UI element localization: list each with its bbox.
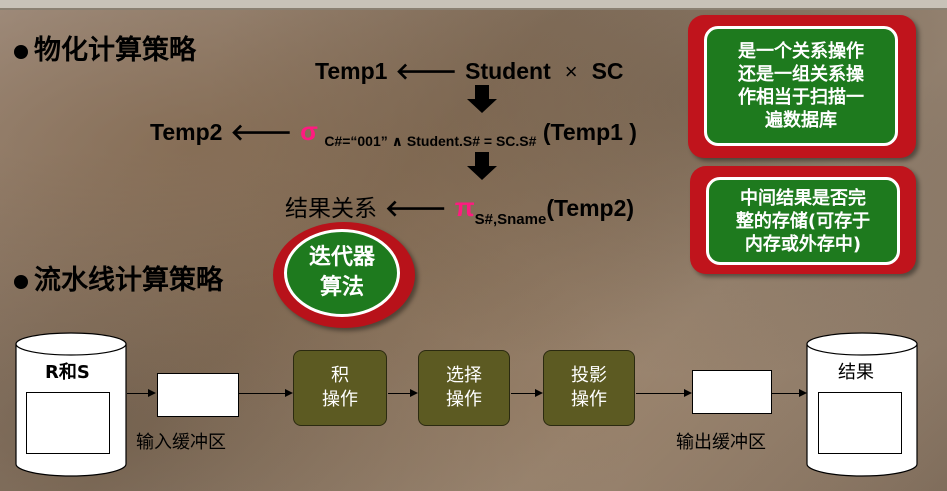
left-arrow-icon: 🡐	[385, 195, 447, 221]
formula-relation: SC	[591, 58, 624, 84]
pipeline-connector	[636, 393, 684, 394]
formula-result: 结果关系 🡐 πS#,Sname(Temp2)	[285, 189, 634, 228]
callout-line: 中间结果是否完	[739, 187, 866, 209]
formula-relation: Student	[465, 58, 551, 84]
sigma-symbol: σ	[300, 116, 318, 146]
cartesian-product-symbol: ×	[564, 59, 578, 84]
selection-operation-box: 选择操作	[418, 350, 510, 426]
right-arrow-icon	[410, 389, 418, 397]
callout-line: 是一个关系操作	[738, 41, 864, 62]
projection-attributes: S#,Sname	[474, 211, 547, 228]
left-arrow-icon: 🡐	[395, 58, 458, 84]
callout-relational-operation: 是一个关系操作 还是一组关系操 作相当于扫描一 遍数据库	[704, 26, 898, 146]
pipeline-connector	[127, 393, 148, 394]
op-line: 选择	[446, 365, 482, 386]
callout-line: 作相当于扫描一	[738, 87, 864, 108]
badge-line: 算法	[319, 275, 364, 300]
callout-line: 内存或外存中)	[744, 233, 862, 255]
right-arrow-icon	[684, 389, 692, 397]
pipeline-connector	[771, 393, 799, 394]
pipeline-connector	[238, 393, 285, 394]
formula-lhs: 结果关系	[285, 196, 377, 222]
heading-pipeline-strategy: 流水线计算策略	[14, 258, 223, 297]
input-buffer	[157, 373, 239, 417]
op-line: 操作	[446, 389, 482, 410]
input-buffer-label: 输入缓冲区	[136, 432, 226, 453]
callout-intermediate-storage: 中间结果是否完 整的存储(可存于 内存或外存中)	[706, 177, 900, 265]
heading-text: 流水线计算策略	[34, 265, 223, 296]
output-buffer-label: 输出缓冲区	[676, 432, 766, 453]
op-line: 操作	[322, 389, 358, 410]
badge-line: 迭代器	[308, 245, 375, 270]
right-arrow-icon	[799, 389, 807, 397]
bullet-icon	[14, 274, 28, 289]
formula-temp1: Temp1 🡐 Student × SC	[315, 57, 624, 85]
right-arrow-icon	[535, 389, 543, 397]
top-bar	[0, 0, 947, 10]
formula-arg: (Temp2)	[546, 195, 635, 221]
bullet-icon	[14, 44, 28, 59]
projection-operation-box: 投影操作	[543, 350, 635, 426]
formula-lhs: Temp1	[315, 58, 388, 84]
callout-line: 还是一组关系操	[738, 64, 864, 85]
heading-text: 物化计算策略	[34, 35, 196, 66]
formula-lhs: Temp2	[150, 119, 223, 145]
iterator-algorithm-badge: 迭代器 算法	[284, 229, 400, 317]
pipeline-connector	[388, 393, 410, 394]
callout-line: 遍数据库	[765, 110, 837, 131]
formula-arg: (Temp1 )	[542, 119, 637, 145]
input-database-label: R和S	[45, 362, 90, 383]
left-arrow-icon: 🡐	[230, 119, 293, 145]
output-database-label: 结果	[838, 362, 874, 383]
op-line: 积	[331, 365, 349, 386]
pi-symbol: π	[454, 192, 475, 222]
output-buffer	[692, 370, 772, 414]
selection-condition: C#=“001” ∧ Student.S# = SC.S#	[324, 133, 537, 149]
pipeline-connector	[511, 393, 535, 394]
right-arrow-icon	[285, 389, 293, 397]
formula-temp2: Temp2 🡐 σ C#=“001” ∧ Student.S# = SC.S# (T…	[150, 116, 637, 150]
output-database-inner-box	[818, 392, 902, 454]
callout-line: 整的存储(可存于	[735, 210, 871, 232]
right-arrow-icon	[148, 389, 156, 397]
product-operation-box: 积操作	[293, 350, 387, 426]
op-line: 操作	[571, 389, 607, 410]
op-line: 投影	[571, 365, 607, 386]
input-database-inner-box	[26, 392, 110, 454]
heading-materialized-strategy: 物化计算策略	[14, 28, 196, 67]
